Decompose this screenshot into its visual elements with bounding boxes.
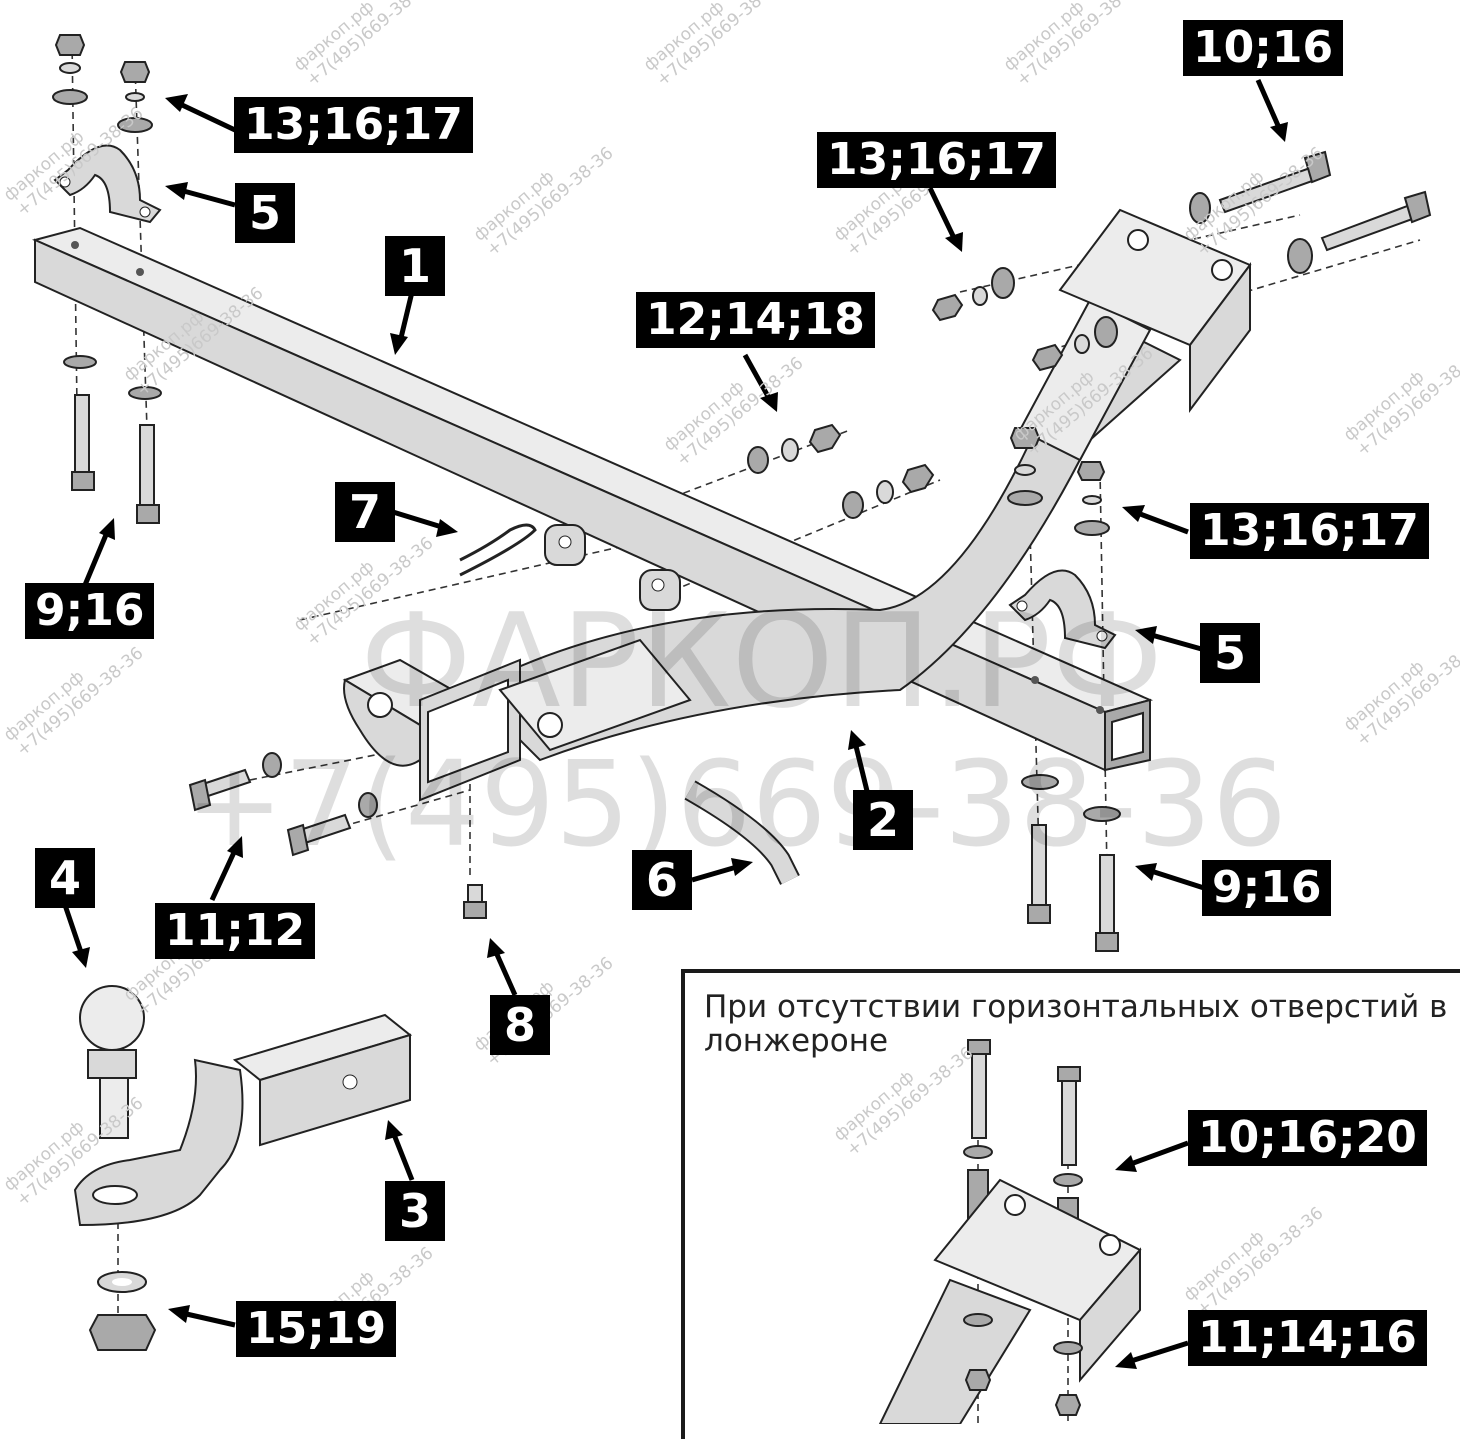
callout-receiver-frame: 2 <box>853 790 914 850</box>
inset-frame <box>681 969 1460 1439</box>
leader-arrows <box>62 78 1288 1369</box>
inset-note: При отсутствии горизонтальных отверстий … <box>704 989 1448 1059</box>
bolts-left <box>63 355 162 524</box>
side-bolts <box>188 752 378 857</box>
callout-side-bolts: 11;12 <box>155 903 316 959</box>
receiver-frame <box>342 208 1252 802</box>
clamp-right <box>1008 569 1117 650</box>
small-bolt <box>463 884 487 919</box>
callout-inset-bottom: 11;14;16 <box>1188 1310 1427 1366</box>
ball-washer-nut <box>88 1271 157 1351</box>
callout-small-bolt: 8 <box>490 995 551 1055</box>
callout-nuts-top-left: 13;16;17 <box>234 97 473 153</box>
callout-clamp-right: 5 <box>1200 623 1261 683</box>
callout-towball: 4 <box>35 848 96 908</box>
ball-mount <box>73 1013 413 1227</box>
callout-ball-mount: 3 <box>385 1181 446 1241</box>
hardware-right-mid <box>1007 427 1110 536</box>
hitch-pin <box>684 780 800 885</box>
callout-pin: 6 <box>632 850 693 910</box>
callout-bolts-right: 9;16 <box>1202 860 1332 916</box>
callout-clamp-left: 5 <box>235 183 296 243</box>
big-watermark-site: ФАРКОП.РФ <box>360 585 1164 737</box>
clamp-left <box>53 144 162 224</box>
bracket-bolts <box>931 150 1432 372</box>
callout-center-bolts: 12;14;18 <box>636 292 875 348</box>
callout-washer-nut: 15;19 <box>236 1301 397 1357</box>
callout-bolts-left: 9;16 <box>25 583 155 639</box>
inset-bracket <box>878 1039 1142 1424</box>
bolts-right <box>1021 774 1121 952</box>
callout-inset-top: 10;16;20 <box>1188 1110 1427 1166</box>
callout-nuts-top-right: 13;16;17 <box>817 132 1056 188</box>
hardware-top-left <box>52 34 153 133</box>
center-hardware <box>747 423 935 519</box>
big-watermark-phone: +7(495)669-38-36 <box>185 735 1287 873</box>
towball <box>79 985 145 1139</box>
callout-bracket-bolts: 10;16 <box>1183 20 1344 76</box>
cotter-pin <box>459 523 537 577</box>
callout-crossbar: 1 <box>385 236 446 296</box>
callout-nuts-right-mid: 13;16;17 <box>1190 503 1429 559</box>
callout-cotter-pin: 7 <box>335 482 396 542</box>
